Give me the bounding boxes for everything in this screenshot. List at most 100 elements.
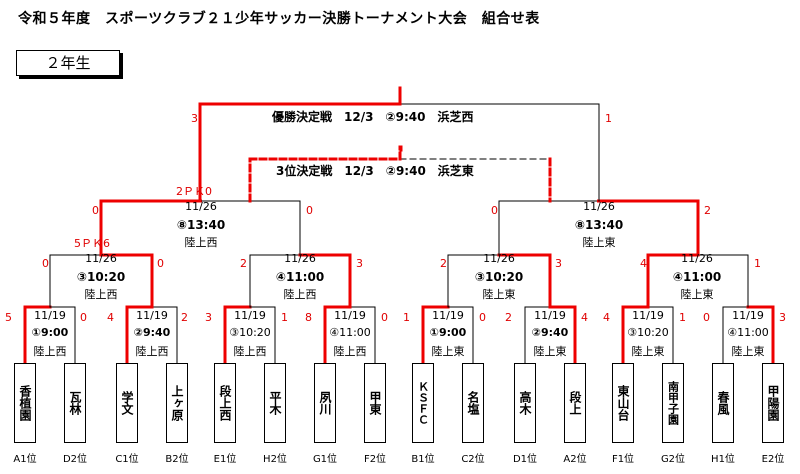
match-venue: 陸上東 [731,345,765,358]
match-date: 11/26 [583,200,615,213]
match-venue: 陸上西 [184,236,218,249]
match-date: 11/19 [334,309,366,322]
match-venue: 陸上東 [431,345,465,358]
team-box: 甲東 [364,363,386,443]
team-box: 平木 [264,363,286,443]
match-date: 11/26 [284,252,316,265]
seed-label: D2位 [62,454,88,465]
match-venue: 陸上東 [582,236,616,249]
seed-label: H1位 [711,454,735,465]
score: 0 [491,204,498,217]
match-date: 11/26 [483,252,515,265]
match-venue: 陸上西 [283,288,317,301]
match-venue: 陸上西 [33,345,67,358]
score: 1 [679,311,686,324]
seed-label: B2位 [165,454,189,465]
seed-label: C1位 [115,454,139,465]
seed-label: F2位 [363,454,387,465]
third-place-label: 3位決定戦 12/3 ②9:40 浜芝東 [276,164,474,178]
match-venue: 陸上東 [533,345,567,358]
pk-label: 5ＰＫ6 [74,237,110,250]
score: 4 [107,311,114,324]
match-time: ⑧13:40 [176,218,226,232]
page-title: 令和５年度 スポーツクラブ２１少年サッカー決勝トーナメント大会 組合せ表 [18,11,540,27]
score: 3 [356,257,363,270]
seed-label: C2位 [461,454,485,465]
seed-label: H2位 [263,454,287,465]
score: 0 [157,257,164,270]
team-box: 春風 [712,363,734,443]
match-time: ④11:00 [275,270,325,284]
match-venue: 陸上西 [233,345,267,358]
score: 3 [191,112,198,125]
score: 2 [240,257,247,270]
score: 0 [381,311,388,324]
match-date: 11/19 [632,309,664,322]
score: 4 [581,311,588,324]
score: 0 [80,311,87,324]
match-date: 11/26 [681,252,713,265]
match-date: 11/19 [732,309,764,322]
score: 4 [640,257,647,270]
score: 2 [505,311,512,324]
score: 2 [704,204,711,217]
match-venue: 陸上東 [482,288,516,301]
team-box: ＫＳＦＣ [412,363,434,443]
pk-label: 2ＰＫ0 [176,185,212,198]
match-time: ④11:00 [329,326,371,339]
team-box: 名塩 [462,363,484,443]
seed-label: G2位 [660,454,686,465]
score: 0 [42,257,49,270]
match-venue: 陸上西 [333,345,367,358]
match-date: 11/26 [185,200,217,213]
match-venue: 陸上西 [84,288,118,301]
score: 4 [603,311,610,324]
score: 1 [403,311,410,324]
score: 0 [479,311,486,324]
match-time: ①9:00 [31,326,69,339]
match-time: ①9:00 [429,326,467,339]
score: 2 [440,257,447,270]
score: 0 [306,204,313,217]
score: 1 [281,311,288,324]
match-date: 11/26 [85,252,117,265]
score: 3 [555,257,562,270]
match-time: ③10:20 [76,270,126,284]
final-label: 優勝決定戦 12/3 ②9:40 浜芝西 [272,110,474,124]
team-box: 甲陽園 [762,363,784,443]
team-box: 東山台 [612,363,634,443]
score: 8 [305,311,312,324]
match-time: ④11:00 [672,270,722,284]
match-time: ④11:00 [727,326,769,339]
team-box: 夙川 [314,363,336,443]
team-box: 学文 [116,363,138,443]
team-box: 南甲子園 [662,363,684,443]
team-box: 段上西 [214,363,236,443]
score: 5 [5,311,12,324]
match-date: 11/19 [534,309,566,322]
match-time: ⑧13:40 [574,218,624,232]
match-date: 11/19 [136,309,168,322]
score: 1 [605,112,612,125]
team-box: 香植園 [14,363,36,443]
score: 0 [703,311,710,324]
seed-label: E2位 [761,454,785,465]
seed-label: B1位 [411,454,435,465]
match-venue: 陸上東 [680,288,714,301]
match-time: ③10:20 [627,326,669,339]
seed-label: A2位 [563,454,587,465]
match-time: ②9:40 [133,326,171,339]
score: 2 [181,311,188,324]
score: 3 [779,311,786,324]
seed-label: F1位 [611,454,635,465]
match-date: 11/19 [34,309,66,322]
match-time: ③10:20 [474,270,524,284]
match-date: 11/19 [432,309,464,322]
team-box: 段上 [564,363,586,443]
team-box: 瓦林 [64,363,86,443]
score: 0 [92,204,99,217]
seed-label: E1位 [213,454,237,465]
match-date: 11/19 [234,309,266,322]
team-box: 上ヶ原 [166,363,188,443]
